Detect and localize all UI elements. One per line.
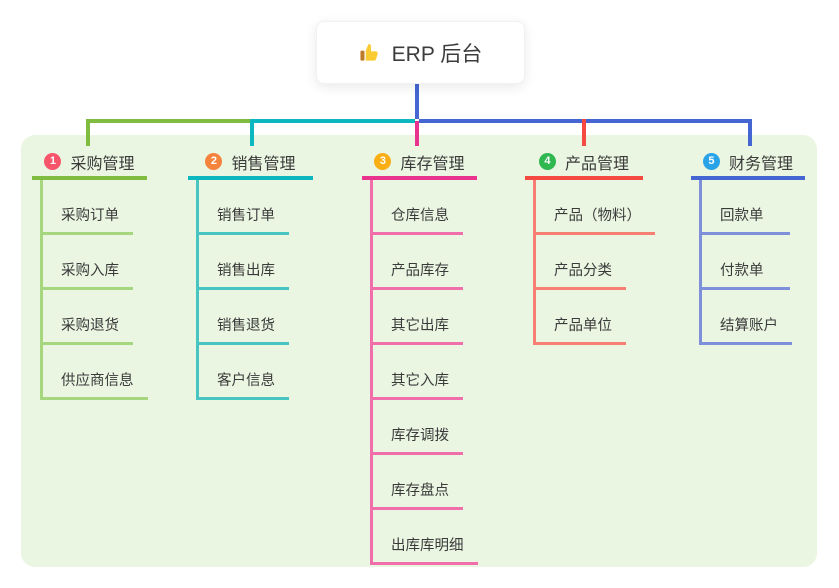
node-supplier-info[interactable]: 供应商信息	[43, 345, 148, 400]
badge-1-icon: 1	[44, 153, 62, 170]
connector-drop-finance	[748, 119, 752, 146]
branch-sales: 2 销售管理 销售订单 销售出库 销售退货 客户信息	[188, 147, 313, 400]
badge-4-icon: 4	[538, 153, 556, 170]
node-customer-info[interactable]: 客户信息	[199, 345, 289, 400]
branch-purchase: 1 采购管理 采购订单 采购入库 采购退货 供应商信息	[32, 147, 148, 400]
node-other-outbound[interactable]: 其它出库	[373, 290, 463, 345]
node-product-unit[interactable]: 产品单位	[536, 290, 626, 345]
connector-drop-purchase	[86, 119, 90, 146]
connector-bus-teal	[250, 119, 415, 123]
branch-purchase-children: 采购订单 采购入库 采购退货 供应商信息	[40, 180, 148, 400]
badge-3-icon: 3	[374, 153, 392, 170]
branch-product-children: 产品（物料） 产品分类 产品单位	[533, 180, 655, 345]
node-other-inbound[interactable]: 其它入库	[373, 345, 463, 400]
branch-finance-title: 财务管理	[728, 155, 793, 173]
node-product-stock[interactable]: 产品库存	[373, 235, 463, 290]
branch-sales-header[interactable]: 2 销售管理	[188, 147, 313, 180]
node-stock-detail[interactable]: 出库库明细	[373, 510, 478, 565]
node-purchase-return[interactable]: 采购退货	[43, 290, 133, 345]
node-stock-count[interactable]: 库存盘点	[373, 455, 463, 510]
node-purchase-order[interactable]: 采购订单	[43, 180, 133, 235]
branch-inventory: 3 库存管理 仓库信息 产品库存 其它出库 其它入库 库存调拨 库存盘点 出库库…	[362, 147, 478, 565]
node-purchase-inbound[interactable]: 采购入库	[43, 235, 133, 290]
badge-5-icon: 5	[702, 153, 720, 170]
root-title: ERP 后台	[391, 42, 483, 66]
branch-purchase-title: 采购管理	[70, 155, 135, 173]
node-warehouse-info[interactable]: 仓库信息	[373, 180, 463, 235]
branch-finance-header[interactable]: 5 财务管理	[691, 147, 805, 180]
branch-finance-children: 回款单 付款单 结算账户	[699, 180, 792, 345]
root-node[interactable]: ERP 后台	[316, 21, 525, 84]
branch-inventory-children: 仓库信息 产品库存 其它出库 其它入库 库存调拨 库存盘点 出库库明细	[370, 180, 478, 565]
branch-purchase-header[interactable]: 1 采购管理	[32, 147, 147, 180]
branch-sales-title: 销售管理	[231, 155, 296, 173]
node-sales-outbound[interactable]: 销售出库	[199, 235, 289, 290]
root-stem-line	[415, 82, 419, 119]
branch-product-header[interactable]: 4 产品管理	[525, 147, 643, 180]
branch-inventory-header[interactable]: 3 库存管理	[362, 147, 477, 180]
branch-sales-children: 销售订单 销售出库 销售退货 客户信息	[196, 180, 289, 400]
node-sales-order[interactable]: 销售订单	[199, 180, 289, 235]
node-stock-transfer[interactable]: 库存调拨	[373, 400, 463, 455]
node-receipt-bill[interactable]: 回款单	[702, 180, 790, 235]
mindmap-canvas-panel	[21, 135, 817, 567]
node-sales-return[interactable]: 销售退货	[199, 290, 289, 345]
branch-finance: 5 财务管理 回款单 付款单 结算账户	[691, 147, 805, 345]
branch-product: 4 产品管理 产品（物料） 产品分类 产品单位	[525, 147, 655, 345]
connector-bus-green	[86, 119, 252, 123]
node-product-category[interactable]: 产品分类	[536, 235, 626, 290]
thumbs-up-icon	[359, 41, 382, 64]
node-product-material[interactable]: 产品（物料）	[536, 180, 655, 235]
connector-drop-inventory	[415, 121, 419, 146]
branch-inventory-title: 库存管理	[400, 155, 465, 173]
node-settlement-account[interactable]: 结算账户	[702, 290, 792, 345]
node-payment-bill[interactable]: 付款单	[702, 235, 790, 290]
connector-drop-product	[582, 119, 586, 146]
branch-product-title: 产品管理	[564, 155, 629, 173]
connector-drop-sales	[250, 119, 254, 146]
badge-2-icon: 2	[205, 153, 223, 170]
